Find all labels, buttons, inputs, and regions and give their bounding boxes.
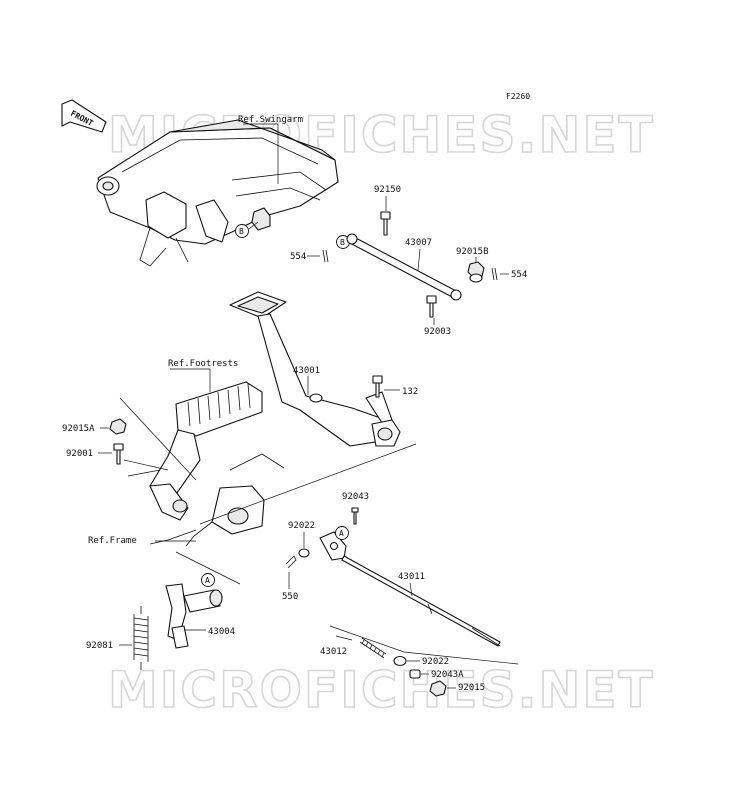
washer-92022-lower	[393, 655, 407, 667]
part-label-92015B: 92015B	[456, 247, 489, 257]
part-label-92001: 92001	[66, 449, 93, 459]
pin-92043	[351, 507, 359, 525]
bolt-92003	[426, 295, 437, 318]
watermark-bottom: MICROFICHES.NET	[108, 661, 655, 719]
part-label-43012: 43012	[320, 647, 347, 657]
marker-a-upper: A	[335, 526, 349, 540]
washer-92022-upper	[298, 548, 310, 558]
lever-shaft-43004	[165, 583, 223, 649]
marker-b-left: B	[235, 224, 249, 238]
bolt-92150	[380, 211, 391, 236]
part-label-92022-upper: 92022	[288, 521, 315, 531]
nut-92015B	[467, 261, 485, 283]
footrest-reference	[127, 381, 263, 521]
bolt-132	[372, 375, 383, 398]
part-label-550: 550	[282, 592, 298, 602]
brake-rod-43011	[319, 531, 501, 647]
ref-swingarm-label: Ref.Swingarm	[238, 115, 303, 125]
svg-text:B: B	[239, 227, 244, 236]
svg-text:A: A	[205, 576, 210, 585]
marker-a-lower: A	[201, 573, 215, 587]
svg-text:A: A	[339, 529, 344, 538]
footrests-ref-leader	[170, 368, 211, 392]
part-label-43001: 43001	[293, 366, 320, 376]
part-label-92043A: 92043A	[431, 670, 464, 680]
collar-92043A	[409, 669, 421, 679]
bolt-92001	[113, 443, 124, 465]
part-label-43007: 43007	[405, 238, 432, 248]
svg-text:B: B	[340, 238, 345, 247]
part-label-554-right: 554	[511, 270, 527, 280]
figure-code: F2260	[506, 92, 530, 101]
part-label-92081: 92081	[86, 641, 113, 651]
part-label-43011: 43011	[398, 572, 425, 582]
ref-frame-label: Ref.Frame	[88, 536, 137, 546]
front-arrow-icon: FRONT	[61, 99, 107, 133]
part-label-92015A: 92015A	[62, 424, 95, 434]
part-label-92003: 92003	[424, 327, 451, 337]
part-label-132: 132	[402, 387, 418, 397]
nut-92015A	[109, 418, 127, 435]
part-label-92150: 92150	[374, 185, 401, 195]
part-label-92043: 92043	[342, 492, 369, 502]
cotter-pin-550	[285, 555, 297, 569]
cotter-pin-554-right	[491, 267, 498, 281]
spring-43012	[359, 637, 387, 659]
part-label-92022-lower: 92022	[422, 657, 449, 667]
part-label-92015: 92015	[458, 683, 485, 693]
part-label-554-left: 554	[290, 252, 306, 262]
nut-92015	[429, 680, 447, 697]
cotter-pin-554-left	[322, 249, 329, 263]
brake-rod-43007	[346, 233, 462, 301]
ref-footrests-label: Ref.Footrests	[168, 359, 238, 369]
part-label-43004: 43004	[208, 627, 235, 637]
swingarm-ref-leader	[243, 123, 279, 184]
spring-92081	[133, 606, 149, 670]
